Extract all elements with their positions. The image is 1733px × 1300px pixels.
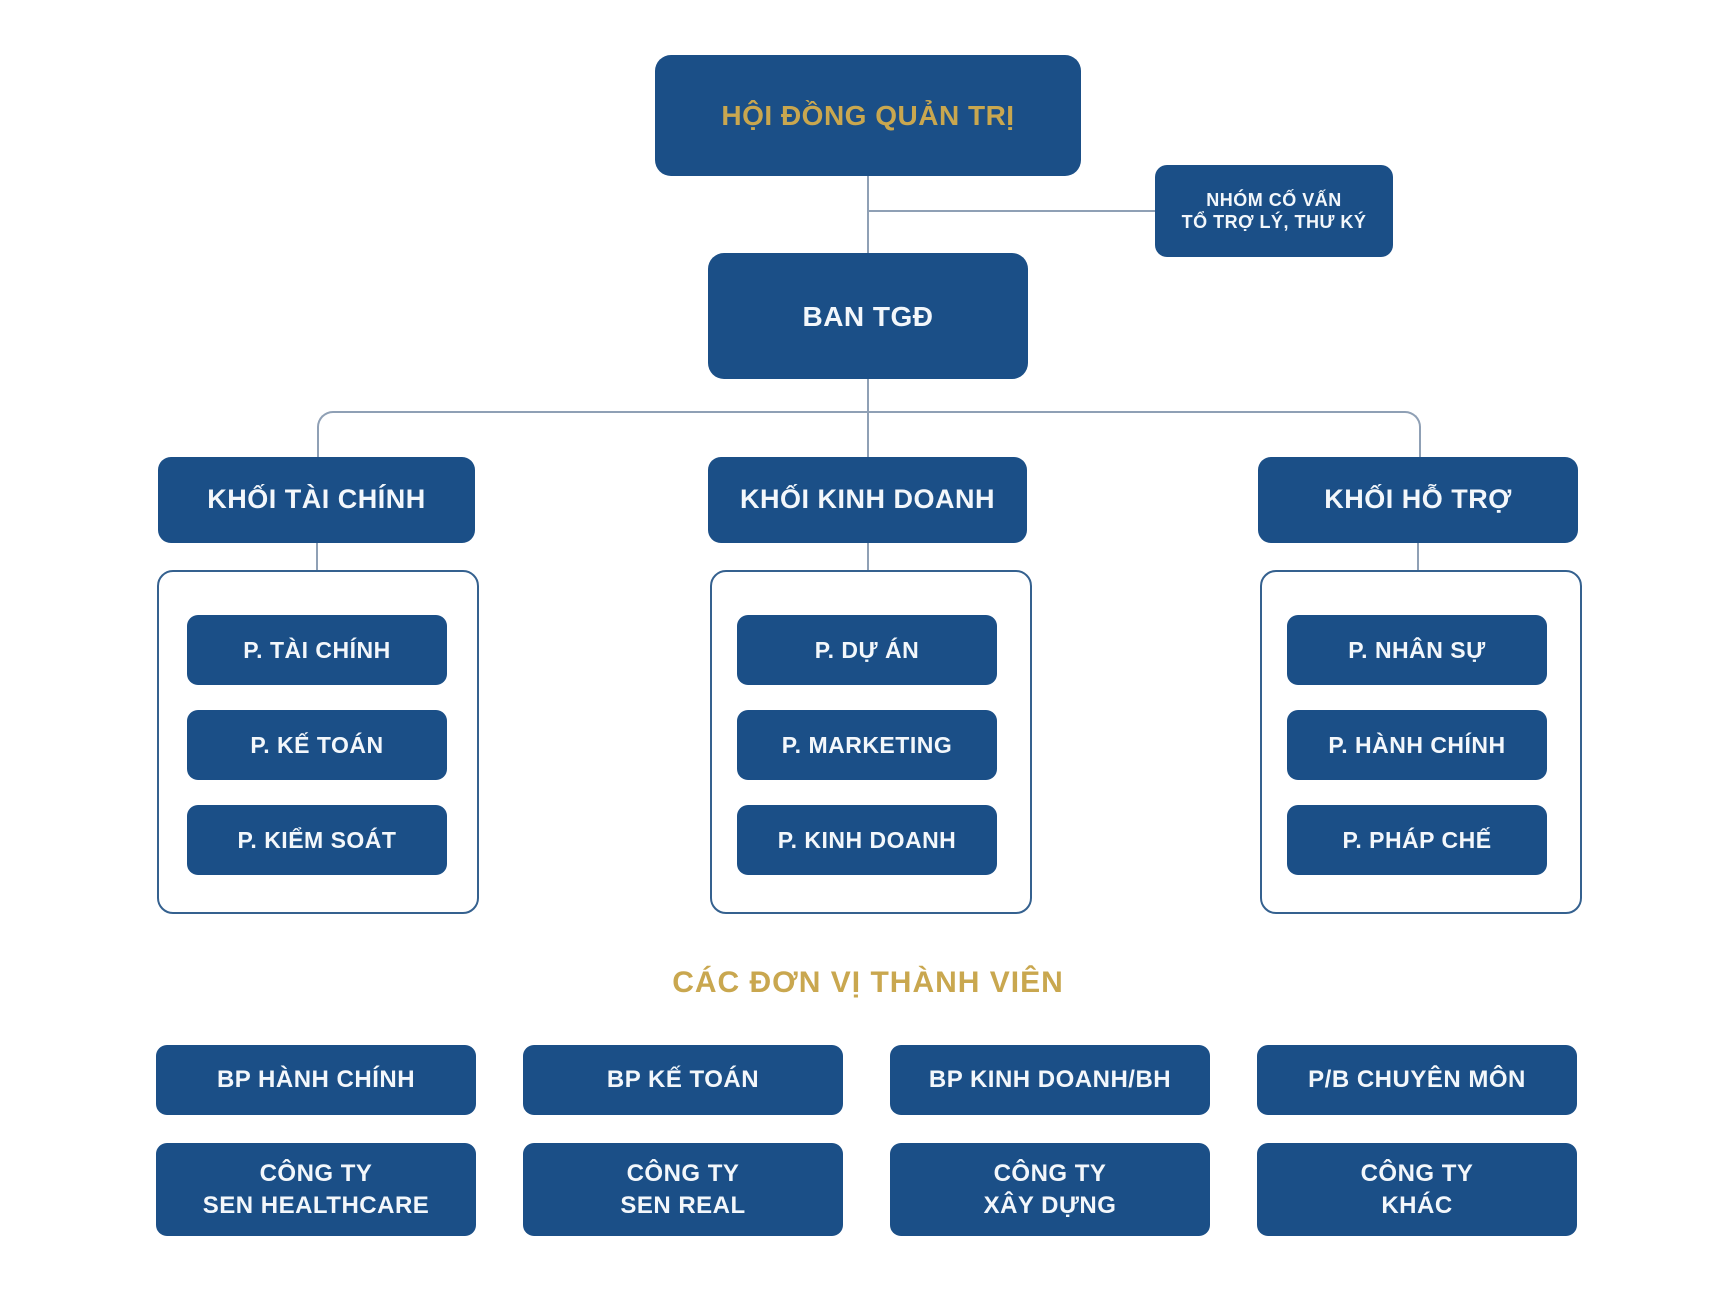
member-pb-specialist-label: P/B CHUYÊN MÔN (1308, 1066, 1526, 1093)
advisor-line1: NHÓM CỐ VẤN (1206, 189, 1342, 210)
member-bp-sales-box: BP KINH DOANH/BH (890, 1045, 1210, 1115)
dept-legal-box: P. PHÁP CHẾ (1287, 805, 1547, 875)
company-sen-healthcare-box: CÔNG TY SEN HEALTHCARE (156, 1143, 476, 1236)
dept-sales-box: P. KINH DOANH (737, 805, 997, 875)
connector-finance-drop (316, 543, 318, 570)
company-other-line2: KHÁC (1381, 1191, 1453, 1219)
company-sen-real-box: CÔNG TY SEN REAL (523, 1143, 843, 1236)
dept-sales-label: P. KINH DOANH (777, 826, 957, 853)
connector-support-drop (1417, 543, 1419, 570)
company-construction-box: CÔNG TY XÂY DỰNG (890, 1143, 1210, 1236)
division-finance-box: KHỐI TÀI CHÍNH (158, 457, 475, 543)
board-of-directors-box: HỘI ĐỒNG QUẢN TRỊ (655, 55, 1081, 176)
dept-project-box: P. DỰ ÁN (737, 615, 997, 685)
dept-hr-label: P. NHÂN SỰ (1348, 636, 1486, 663)
company-sen-real-line2: SEN REAL (620, 1191, 746, 1219)
ceo-board-box: BAN TGĐ (708, 253, 1028, 379)
dept-control-label: P. KIỂM SOÁT (237, 826, 397, 853)
division-business-box: KHỐI KINH DOANH (708, 457, 1027, 543)
member-pb-specialist-box: P/B CHUYÊN MÔN (1257, 1045, 1577, 1115)
dept-finance-label: P. TÀI CHÍNH (243, 636, 391, 663)
company-construction-line2: XÂY DỰNG (983, 1191, 1117, 1219)
company-sen-real-line1: CÔNG TY (626, 1160, 740, 1188)
finance-departments-container (157, 570, 479, 914)
connector-ceo-to-rail (867, 379, 869, 457)
member-bp-sales-label: BP KINH DOANH/BH (928, 1066, 1172, 1093)
connector-to-advisor (868, 210, 1155, 212)
connector-business-drop (867, 543, 869, 570)
members-section-title: CÁC ĐƠN VỊ THÀNH VIÊN (672, 966, 1064, 999)
dept-finance-box: P. TÀI CHÍNH (187, 615, 447, 685)
advisor-line2: TỔ TRỢ LÝ, THƯ KÝ (1181, 212, 1367, 232)
company-sen-healthcare-line1: CÔNG TY (259, 1160, 373, 1188)
dept-marketing-label: P. MARKETING (781, 731, 953, 758)
division-finance-label: KHỐI TÀI CHÍNH (207, 484, 426, 515)
company-other-box: CÔNG TY KHÁC (1257, 1143, 1577, 1236)
dept-hr-box: P. NHÂN SỰ (1287, 615, 1547, 685)
advisor-group-box: NHÓM CỐ VẤN TỔ TRỢ LÝ, THƯ KÝ (1155, 165, 1393, 257)
dept-legal-label: P. PHÁP CHẾ (1342, 826, 1492, 853)
dept-accounting-label: P. KẾ TOÁN (250, 731, 384, 758)
member-bp-accounting-label: BP KẾ TOÁN (606, 1066, 760, 1093)
member-bp-admin-label: BP HÀNH CHÍNH (216, 1066, 416, 1093)
member-bp-admin-box: BP HÀNH CHÍNH (156, 1045, 476, 1115)
board-of-directors-label: HỘI ĐỒNG QUẢN TRỊ (721, 100, 1015, 131)
connector-rail (317, 411, 1421, 459)
company-construction-line1: CÔNG TY (993, 1160, 1107, 1188)
company-other-line1: CÔNG TY (1360, 1160, 1474, 1188)
division-support-box: KHỐI HỖ TRỢ (1258, 457, 1578, 543)
dept-admin-box: P. HÀNH CHÍNH (1287, 710, 1547, 780)
connector-board-to-ceo (867, 176, 869, 253)
member-bp-accounting-box: BP KẾ TOÁN (523, 1045, 843, 1115)
dept-control-box: P. KIỂM SOÁT (187, 805, 447, 875)
division-business-label: KHỐI KINH DOANH (740, 484, 995, 515)
dept-project-label: P. DỰ ÁN (814, 636, 920, 663)
dept-marketing-box: P. MARKETING (737, 710, 997, 780)
support-departments-container (1260, 570, 1582, 914)
dept-admin-label: P. HÀNH CHÍNH (1328, 731, 1506, 758)
company-sen-healthcare-line2: SEN HEALTHCARE (202, 1191, 430, 1219)
ceo-board-label: BAN TGĐ (802, 300, 934, 332)
division-support-label: KHỐI HỖ TRỢ (1324, 484, 1512, 515)
dept-accounting-box: P. KẾ TOÁN (187, 710, 447, 780)
business-departments-container (710, 570, 1032, 914)
